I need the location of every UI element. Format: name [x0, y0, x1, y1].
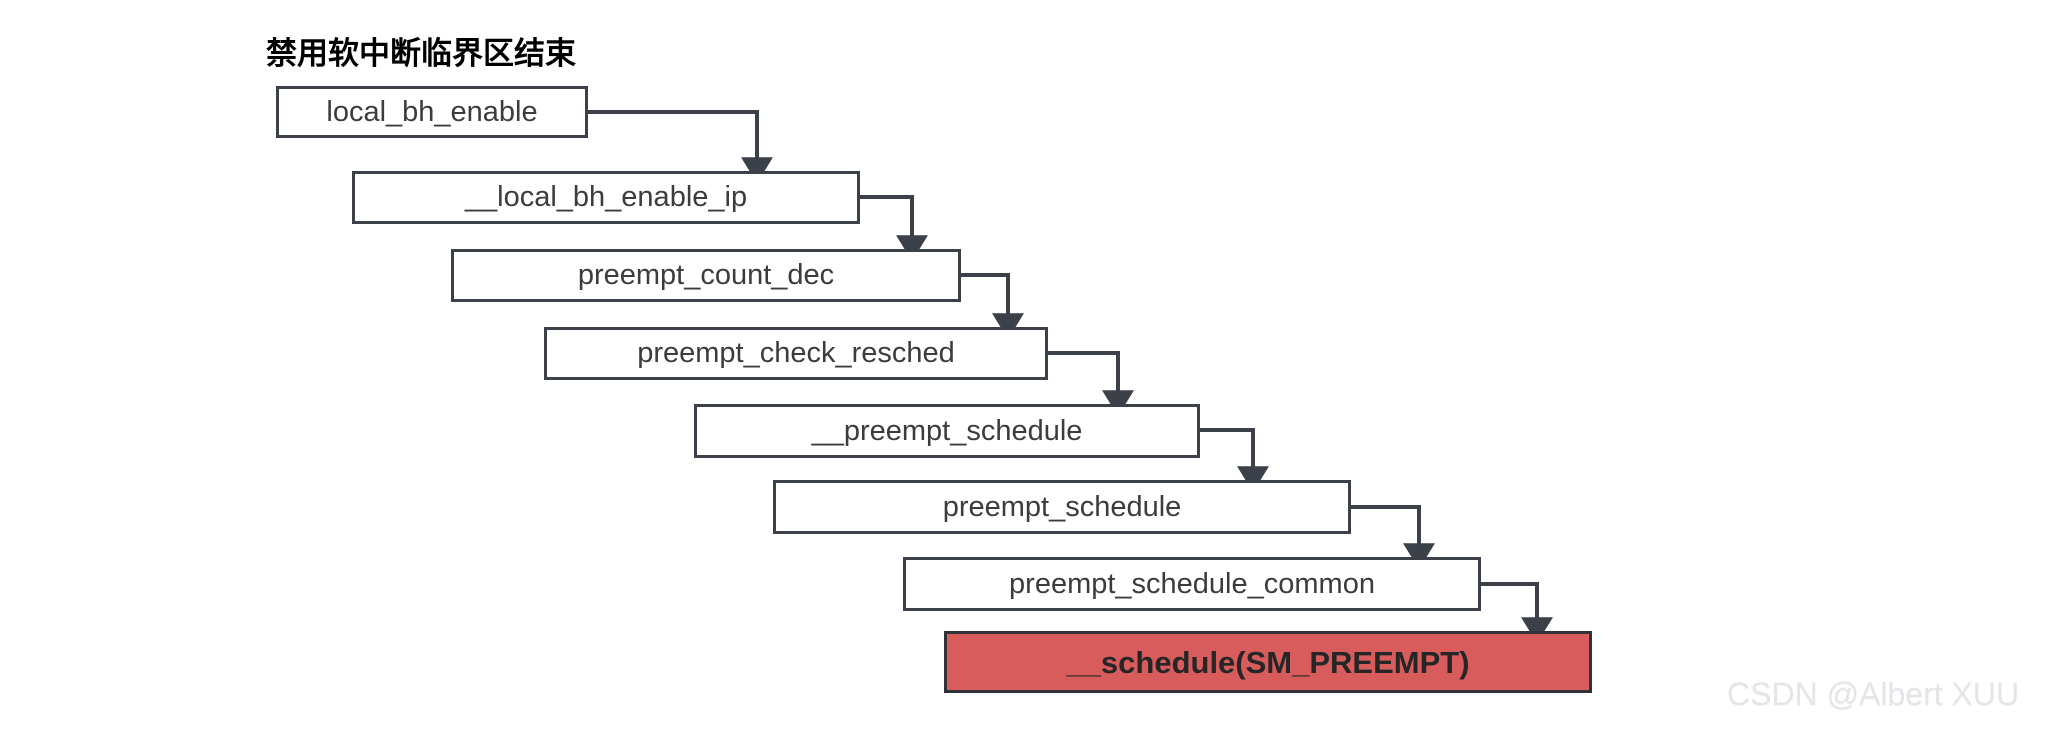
node-preempt_count_dec[interactable]: preempt_count_dec: [451, 249, 961, 302]
node-label-__schedule_sm_preempt: __schedule(SM_PREEMPT): [1066, 644, 1470, 680]
edge-preempt_schedule_common-to-__schedule_sm_preempt: [1481, 582, 1553, 644]
csdn-watermark: CSDN @Albert XUU: [1727, 676, 2020, 712]
node-label-preempt_count_dec: preempt_count_dec: [577, 259, 835, 291]
node-label-__local_bh_enable_ip: __local_bh_enable_ip: [464, 181, 748, 213]
node-label-preempt_check_resched: preempt_check_resched: [637, 337, 955, 369]
edge-__preempt_schedule-to-preempt_schedule: [1200, 428, 1269, 493]
node-preempt_schedule[interactable]: preempt_schedule: [773, 480, 1351, 534]
node-__schedule_sm_preempt[interactable]: __schedule(SM_PREEMPT): [944, 631, 1592, 693]
node-label-local_bh_enable: local_bh_enable: [326, 95, 538, 128]
node-local_bh_enable[interactable]: local_bh_enable: [276, 86, 588, 138]
edge-preempt_check_resched-to-__preempt_schedule: [1048, 351, 1134, 417]
node-label-preempt_schedule_common: preempt_schedule_common: [1009, 567, 1375, 600]
edge-__local_bh_enable_ip-to-preempt_count_dec: [860, 195, 928, 262]
node-__local_bh_enable_ip[interactable]: __local_bh_enable_ip: [352, 171, 860, 224]
node-preempt_schedule_common[interactable]: preempt_schedule_common: [903, 557, 1481, 611]
edge-local_bh_enable-to-__local_bh_enable_ip: [588, 110, 773, 184]
edge-preempt_schedule-to-preempt_schedule_common: [1351, 505, 1435, 570]
node-label-__preempt_schedule: __preempt_schedule: [811, 414, 1083, 447]
node-label-preempt_schedule: preempt_schedule: [942, 490, 1182, 523]
edge-preempt_count_dec-to-preempt_check_resched: [961, 273, 1024, 340]
diagram-title: 禁用软中断临界区结束: [266, 36, 576, 71]
node-preempt_check_resched[interactable]: preempt_check_resched: [544, 327, 1048, 380]
node-__preempt_schedule[interactable]: __preempt_schedule: [694, 404, 1200, 458]
